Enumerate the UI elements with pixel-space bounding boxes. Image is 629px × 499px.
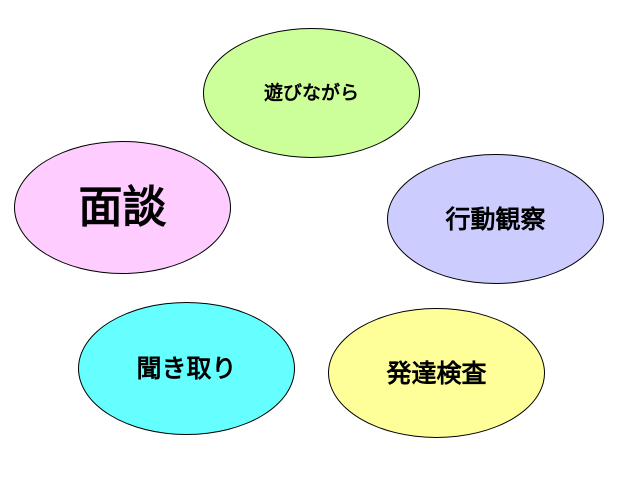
node-hattatsu-kensa: 発達検査 <box>328 308 545 438</box>
node-mendan: 面談 <box>14 141 231 274</box>
node-asobinagara: 遊びながら <box>203 28 420 158</box>
node-label-mendan: 面談 <box>78 181 167 233</box>
node-kikitori: 聞き取り <box>78 302 295 435</box>
node-kodo-kansatsu: 行動観察 <box>387 154 604 284</box>
node-label-kikitori: 聞き取り <box>136 354 237 383</box>
node-label-kodo-kansatsu: 行動観察 <box>445 204 546 234</box>
node-label-hattatsu-kensa: 発達検査 <box>386 358 487 388</box>
node-label-asobinagara: 遊びながら <box>263 81 359 104</box>
